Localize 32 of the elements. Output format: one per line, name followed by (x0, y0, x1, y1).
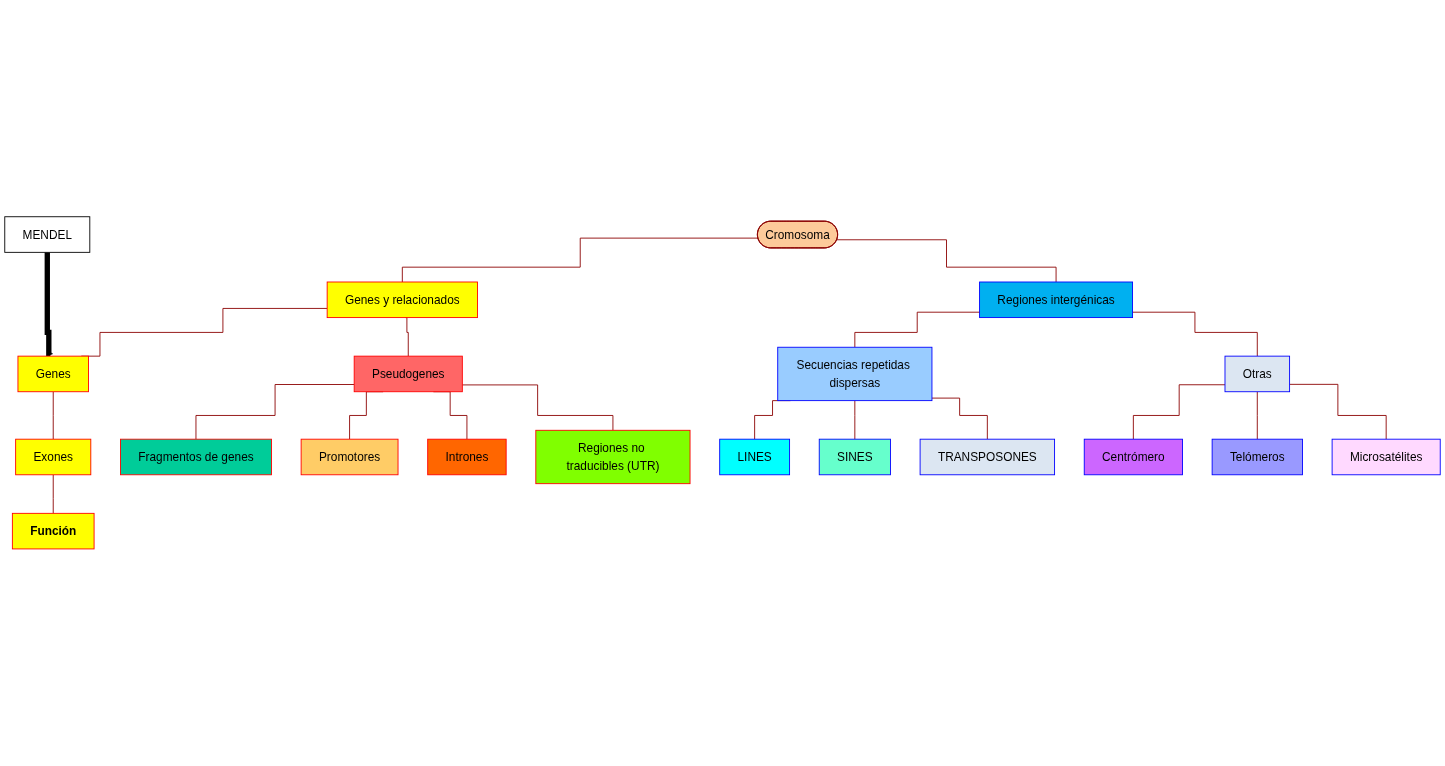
node-box: Microsatélites (1331, 438, 1441, 476)
connector (1132, 384, 1226, 440)
connector (1289, 384, 1387, 440)
connector (931, 397, 988, 440)
connector (461, 384, 614, 431)
node-box: Regiones no traducibles (UTR) (535, 430, 691, 485)
node-box: Función (11, 513, 95, 550)
node-box: TRANSPOSONES (919, 438, 1056, 476)
connector (836, 239, 1057, 283)
node-box: SINES (818, 438, 891, 476)
node-box: Telómeros (1211, 438, 1303, 476)
node-box: Genes (17, 355, 89, 393)
node-box: Otras (1224, 355, 1291, 393)
connector (1256, 391, 1258, 440)
node-box: Regiones intergénicas (979, 281, 1133, 319)
node-box: Centrómero (1083, 438, 1183, 476)
connector (401, 237, 759, 283)
node-box: Intrones (427, 438, 507, 476)
node-box: MENDEL (4, 216, 91, 253)
node-box: Secuencias repetidas dispersas (777, 346, 933, 402)
connector (854, 311, 980, 348)
connector (405, 317, 409, 357)
node-box: Genes y relacionados (326, 281, 478, 319)
node-box: Promotores (300, 438, 399, 476)
node-box: LINES (719, 438, 791, 476)
connector (52, 474, 54, 514)
connector (1132, 311, 1258, 357)
node-box: Fragmentos de genes (120, 438, 272, 476)
node-box: Pseudogenes (353, 355, 463, 393)
connector (52, 391, 54, 440)
connector (195, 384, 355, 440)
node-box: Exones (15, 438, 92, 476)
